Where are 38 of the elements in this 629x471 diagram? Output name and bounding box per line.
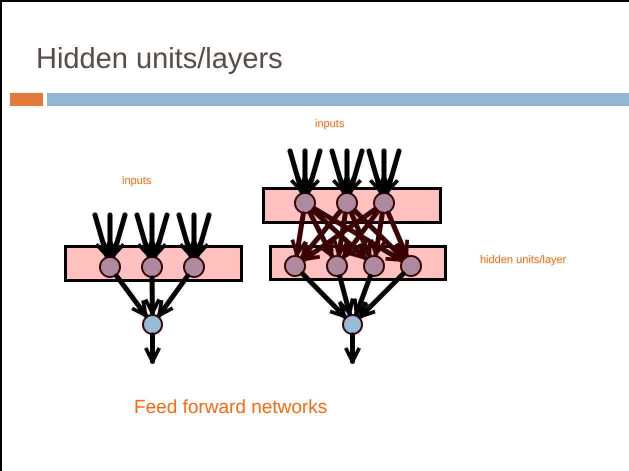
arrow bbox=[108, 212, 128, 258]
arrow bbox=[348, 210, 372, 258]
arrow bbox=[288, 148, 306, 194]
arrow bbox=[342, 209, 380, 259]
arrow bbox=[192, 212, 212, 258]
slide-title: Hidden units/layers bbox=[36, 42, 283, 77]
arrow bbox=[156, 273, 190, 318]
arrow bbox=[330, 148, 348, 194]
arrow bbox=[382, 148, 402, 194]
arrow bbox=[358, 271, 406, 319]
arrow bbox=[352, 274, 373, 316]
arrow bbox=[290, 211, 308, 257]
arrow bbox=[332, 211, 350, 257]
arrow bbox=[304, 148, 322, 194]
arrow bbox=[92, 212, 112, 258]
arrow bbox=[312, 206, 404, 262]
arrow bbox=[352, 208, 405, 260]
arrow bbox=[307, 210, 334, 258]
arrow bbox=[300, 208, 342, 260]
arrow bbox=[176, 212, 196, 258]
arrow bbox=[366, 148, 386, 194]
arrow bbox=[337, 274, 355, 316]
arrow bbox=[150, 212, 170, 258]
arrow bbox=[134, 212, 154, 258]
arrow bbox=[310, 208, 368, 260]
arrow bbox=[144, 332, 162, 364]
arrow bbox=[114, 273, 148, 318]
arrow bbox=[369, 211, 387, 257]
annotation-text: Feed forward networks bbox=[134, 396, 328, 420]
arrow bbox=[300, 271, 347, 319]
arrow bbox=[302, 206, 378, 262]
arrow bbox=[144, 276, 161, 316]
annotation-text: inputs bbox=[315, 117, 344, 132]
arrow bbox=[386, 210, 410, 258]
arrow bbox=[344, 332, 362, 364]
annotation-text: inputs bbox=[122, 174, 152, 189]
annotation-text: hidden units/layer bbox=[480, 253, 566, 268]
arrow bbox=[346, 148, 364, 194]
